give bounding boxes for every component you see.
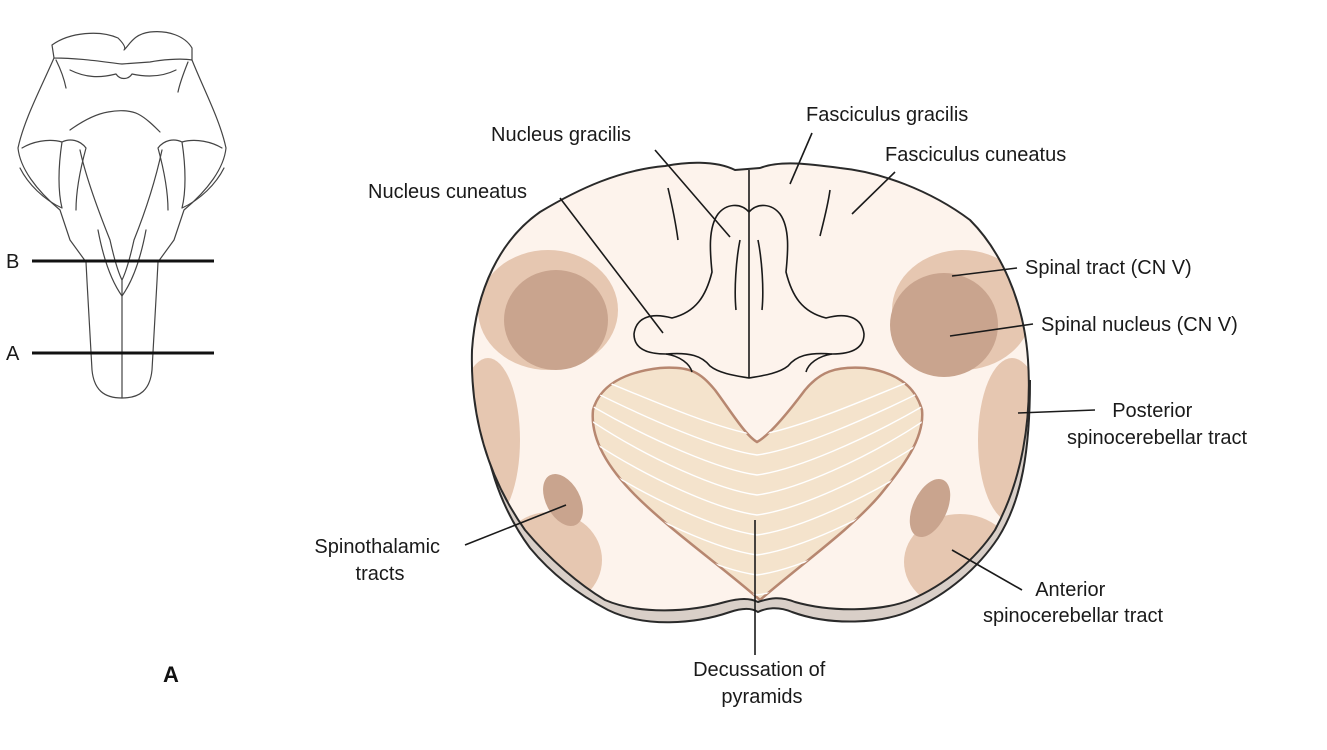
label-anterior-spinocerebellar: Anterior spinocerebellar tract xyxy=(983,579,1164,627)
spinothalamic-tract-left xyxy=(543,474,583,526)
nucleus-gracilis-inner-right xyxy=(757,239,764,311)
panel-label: A xyxy=(163,662,179,687)
label-posterior-spinocerebellar-line1: Posterior xyxy=(1112,400,1192,422)
posterior-spinocerebellar-left xyxy=(471,358,520,522)
label-anterior-spinocerebellar-line1: Anterior xyxy=(1035,579,1105,601)
label-spinal-nucleus: Spinal nucleus (CN V) xyxy=(1041,314,1238,336)
pyramidal-decussation xyxy=(591,366,924,602)
label-spinothalamic: Spinothalamic tracts xyxy=(314,536,445,585)
label-decussation-line2: pyramids xyxy=(721,686,802,708)
section-marker-a: A xyxy=(6,343,20,365)
leader-nucleus-gracilis xyxy=(654,149,731,238)
brainstem-outline-icon xyxy=(17,31,227,399)
nucleus-cuneatus-cap-left xyxy=(665,353,693,373)
leader-posterior-spinocerebellar xyxy=(1017,409,1096,414)
leader-spinothalamic xyxy=(464,504,567,546)
label-fasciculus-gracilis: Fasciculus gracilis xyxy=(806,104,968,126)
label-nucleus-cuneatus: Nucleus cuneatus xyxy=(368,181,527,203)
label-posterior-spinocerebellar: Posterior spinocerebellar tract xyxy=(1067,400,1248,449)
label-decussation: Decussation of pyramids xyxy=(693,659,831,708)
label-nucleus-gracilis: Nucleus gracilis xyxy=(491,124,631,146)
label-spinal-tract: Spinal tract (CN V) xyxy=(1025,257,1192,279)
dorsal-column-nuclei xyxy=(633,204,865,379)
leader-spinal-tract xyxy=(951,267,1018,277)
label-posterior-spinocerebellar-line2: spinocerebellar tract xyxy=(1067,427,1248,449)
nucleus-cuneatus-cap-right xyxy=(805,353,833,373)
leader-anterior-spinocerebellar xyxy=(951,549,1023,591)
label-fasciculus-cuneatus: Fasciculus cuneatus xyxy=(885,144,1066,166)
spinothalamic-tract-right xyxy=(909,479,951,537)
label-anterior-spinocerebellar-line2: spinocerebellar tract xyxy=(983,605,1164,627)
fasciculus-septum-left xyxy=(667,187,679,241)
label-spinothalamic-line2: tracts xyxy=(356,563,405,585)
posterior-spinocerebellar-right xyxy=(978,358,1029,522)
spinal-nucleus-left xyxy=(504,270,608,370)
spinal-nucleus-right xyxy=(890,273,998,377)
section-marker-b: B xyxy=(6,251,19,273)
nucleus-gracilis-inner-left xyxy=(734,239,741,311)
label-decussation-line1: Decussation of xyxy=(693,659,826,681)
section-outline xyxy=(470,161,1030,612)
leader-fasciculus-gracilis xyxy=(789,132,813,185)
medulla-cross-section xyxy=(471,162,1029,611)
label-spinothalamic-line1: Spinothalamic xyxy=(314,536,440,558)
leader-nucleus-cuneatus xyxy=(559,197,664,334)
leader-fasciculus-cuneatus xyxy=(851,171,896,215)
fasciculus-septum-right xyxy=(819,189,831,237)
leader-spinal-nucleus xyxy=(949,323,1034,337)
